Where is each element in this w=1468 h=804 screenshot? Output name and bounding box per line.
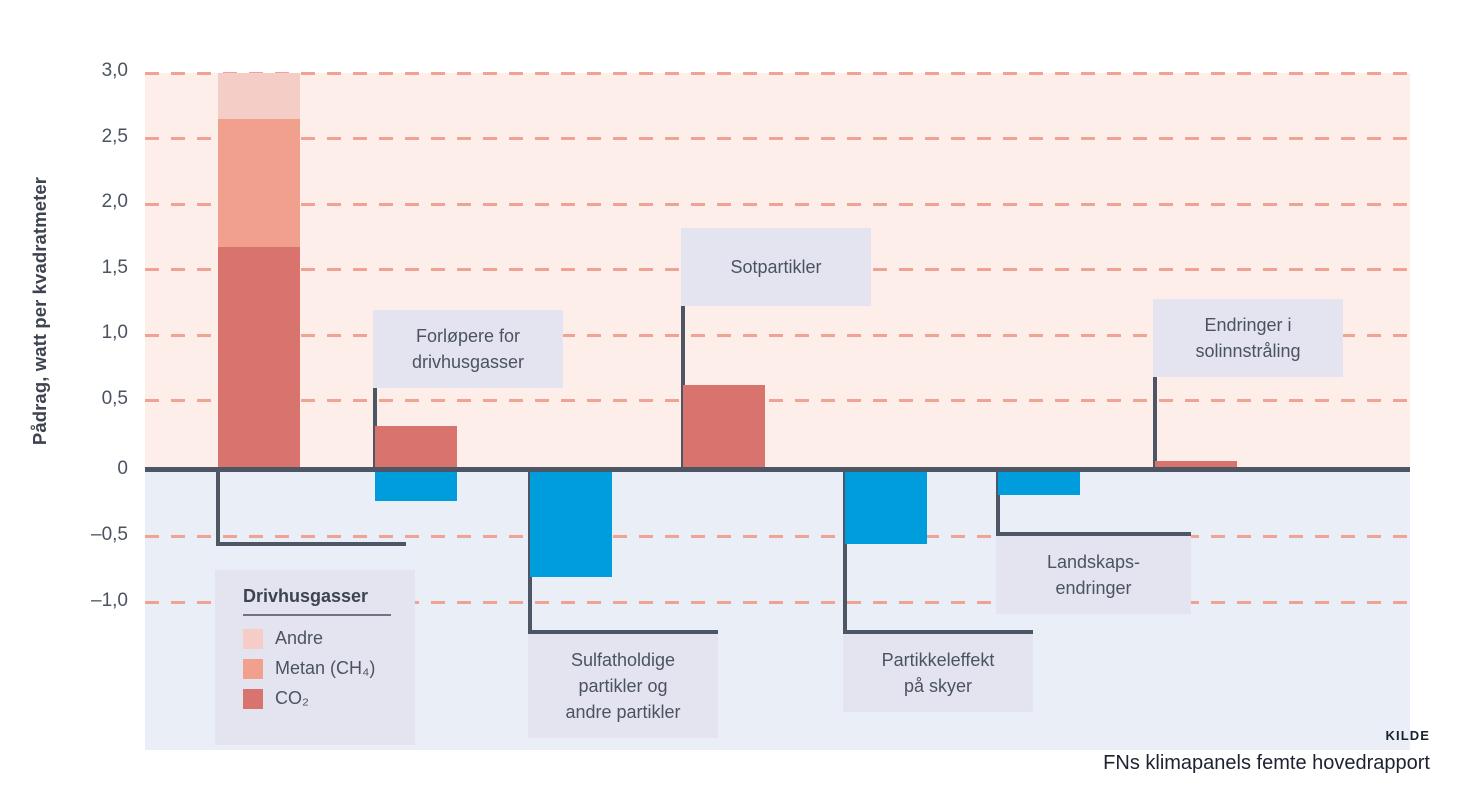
bar-drivhusgasser-metan [218,119,300,247]
ytick-0.5: 0,5 [101,388,128,409]
source-text: FNs klimapanels femte hovedrapport [1103,752,1430,774]
label-landskap-line2: endringer [1055,578,1132,598]
label-box-landskap: Landskaps- endringer [996,536,1191,614]
bar-forlopere-positive [375,426,457,469]
ytick-1.5: 1,5 [101,257,128,278]
ytick--0.5: –0,5 [91,524,128,545]
source-kicker: KILDE [1385,728,1430,743]
legend-title: Drivhusgasser [243,586,369,606]
gridline-2.0 [145,203,1410,206]
label-skyer-line2: på skyer [903,676,973,696]
legend-swatch-co2 [243,688,263,709]
ytick-0: 0 [117,458,128,479]
legend-divider [243,614,391,616]
bar-sulfat-negative [530,472,612,577]
label-forlopere-line2: drivhusgasser [411,352,525,372]
label-box-solinnstraling: Endringer i solinnstråling [1153,299,1343,377]
label-sulfat-line2: partikler og [578,676,668,696]
legend-label-metan: Metan (CH₄) [275,658,376,678]
legend-swatch-metan [243,658,263,679]
label-sotpartikler-text: Sotpartikler [730,257,822,277]
gridline--0.5 [145,535,1410,538]
uncertainty-bracket-skyer [843,470,1033,634]
bar-forlopere-negative [375,472,457,501]
uncertainty-bracket-drivhusgasser [216,470,406,546]
label-solinnstraling-line1: Endringer i [1204,315,1292,335]
gridline-3.0 [145,72,1410,75]
ytick-2.0: 2,0 [101,191,128,212]
label-landskap-line1: Landskaps- [1046,552,1141,572]
bar-landskap-negative [998,472,1080,495]
label-sulfat-line3: andre partikler [565,702,681,722]
bar-skyer-negative [845,472,927,544]
label-solinnstraling-line2: solinnstråling [1195,341,1301,361]
uncertainty-bracket-landskap [996,470,1191,536]
legend-label-andre: Andre [275,628,324,648]
bar-solinnstraling-positive [1155,461,1237,469]
legend-item-metan: Metan (CH₄) [243,658,395,679]
gridline-0.5 [145,399,1410,402]
label-box-forlopere: Forløpere for drivhusgasser [373,310,563,388]
ytick-2.5: 2,5 [101,126,128,147]
zero-axis-line [145,467,1410,472]
legend-label-co2: CO₂ [275,688,309,708]
label-skyer-line1: Partikkeleffekt [881,650,995,670]
legend-item-andre: Andre [243,628,395,649]
bar-sotpartikler-positive [683,385,765,469]
legend: Drivhusgasser Andre Metan (CH₄) CO₂ [215,570,415,745]
legend-swatch-andre [243,628,263,649]
label-box-sotpartikler: Sotpartikler [681,228,871,306]
gridline-1.0 [145,334,1410,337]
ytick-1.0: 1,0 [101,322,128,343]
label-sulfat-line1: Sulfatholdige [570,650,676,670]
bar-drivhusgasser-co2 [218,247,300,469]
ytick-3.0: 3,0 [101,60,128,81]
gridline--1.0 [145,601,1410,604]
label-box-skyer: Partikkeleffekt på skyer [843,634,1033,712]
label-forlopere-line1: Forløpere for [415,326,521,346]
legend-item-co2: CO₂ [243,688,395,709]
ytick--1.0: –1,0 [91,590,128,611]
label-box-sulfat: Sulfatholdige partikler og andre partikl… [528,634,718,738]
gridline-2.5 [145,137,1410,140]
bar-drivhusgasser-andre [218,73,300,119]
